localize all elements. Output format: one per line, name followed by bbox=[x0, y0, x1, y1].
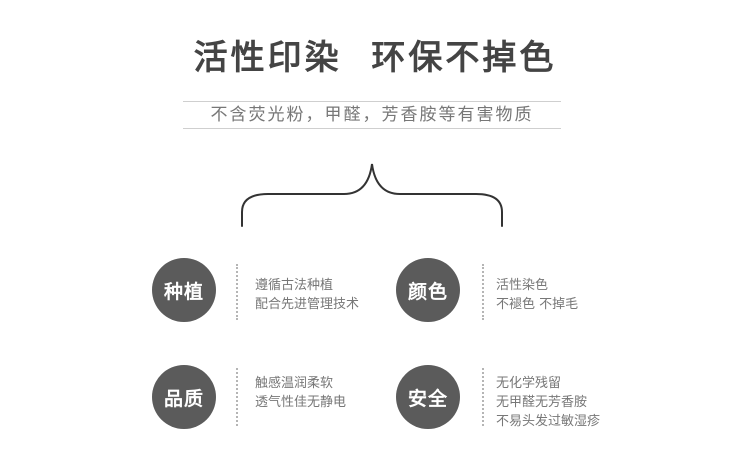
feature-badge-safety: 安全 bbox=[396, 365, 460, 429]
desc-line: 配合先进管理技术 bbox=[255, 297, 360, 312]
divider-dotted bbox=[482, 368, 484, 426]
headline: 活性印染 环保不掉色 bbox=[193, 38, 557, 78]
desc-line: 遵循古法种植 bbox=[255, 278, 334, 293]
feature-badge-quality: 品质 bbox=[152, 365, 216, 429]
feature-desc-quality: 触感温润柔软 透气性佳无静电 bbox=[255, 374, 346, 412]
desc-line: 不易头发过敏湿疹 bbox=[496, 414, 601, 429]
desc-line: 触感温润柔软 bbox=[255, 376, 334, 391]
desc-line: 无化学残留 bbox=[496, 376, 562, 391]
divider-dotted bbox=[236, 368, 238, 426]
divider-dotted bbox=[236, 264, 238, 320]
divider-dotted bbox=[482, 264, 484, 320]
feature-desc-planting: 遵循古法种植 配合先进管理技术 bbox=[255, 276, 359, 314]
desc-line: 无甲醛无芳香胺 bbox=[496, 395, 588, 410]
feature-desc-color: 活性染色 不褪色 不掉毛 bbox=[496, 276, 578, 314]
desc-line: 透气性佳无静电 bbox=[255, 395, 347, 410]
feature-desc-safety: 无化学残留 无甲醛无芳香胺 不易头发过敏湿疹 bbox=[496, 374, 600, 431]
feature-badge-planting: 种植 bbox=[152, 258, 216, 322]
subtitle: 不含荧光粉，甲醛，芳香胺等有害物质 bbox=[183, 101, 561, 129]
feature-badge-color: 颜色 bbox=[396, 258, 460, 322]
brace-divider bbox=[241, 163, 503, 227]
desc-line: 活性染色 bbox=[496, 278, 549, 293]
desc-line: 不褪色 不掉毛 bbox=[496, 297, 579, 312]
